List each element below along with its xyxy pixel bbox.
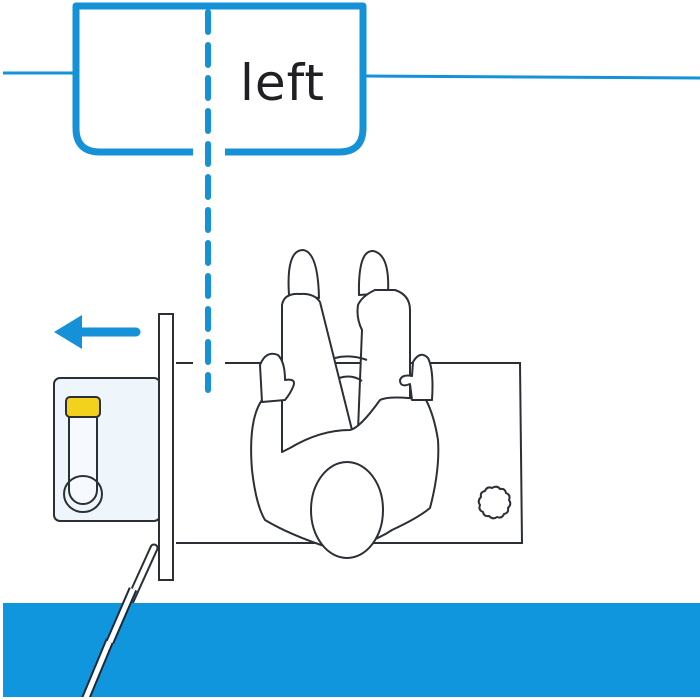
arrow-left-icon [54, 315, 141, 349]
round-object [477, 485, 512, 520]
door-panel [158, 313, 174, 581]
seated-person [250, 249, 440, 559]
cane-over-floor [80, 587, 138, 700]
label-box: left [72, 2, 367, 156]
wall-line [3, 71, 700, 80]
direction-label: left [240, 54, 325, 112]
test-tube [63, 396, 103, 513]
